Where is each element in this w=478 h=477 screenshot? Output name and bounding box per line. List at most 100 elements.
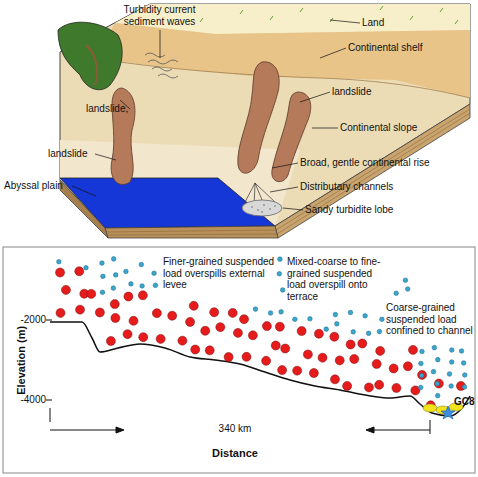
- axis-ticks: [46, 320, 52, 400]
- sediment-particle: [392, 383, 401, 392]
- sediment-particle: [380, 317, 385, 322]
- sediment-particle: [418, 370, 427, 379]
- leader-line: [330, 20, 360, 23]
- leader-line: [312, 128, 338, 129]
- sediment-particle: [449, 384, 454, 389]
- sediment-particle: [431, 369, 436, 374]
- sand-grain: [263, 204, 265, 206]
- sediment-particle: [281, 344, 290, 353]
- sediment-particle: [253, 307, 258, 312]
- sediment-particle: [389, 364, 398, 373]
- sediment-particle: [377, 329, 382, 334]
- sediment-particle: [403, 278, 408, 283]
- sand-grain: [251, 206, 253, 208]
- sediment-particle: [129, 282, 134, 287]
- landslide-scar: [85, 45, 97, 85]
- feature-label: Sandy turbidite lobe: [305, 204, 445, 216]
- block-top-surface: [60, 4, 470, 228]
- sediment-particle: [216, 323, 225, 332]
- sediment-particle: [324, 327, 329, 332]
- leader-line: [283, 208, 303, 210]
- sediment-particle: [87, 289, 96, 298]
- sediment-particle: [351, 330, 356, 335]
- coarse-grain: [423, 404, 437, 412]
- profile-layer: [50, 322, 470, 416]
- sediment-particle: [129, 316, 138, 325]
- block-front-face: [105, 226, 278, 238]
- feature-label: landslide: [48, 148, 108, 160]
- sediment-particle: [123, 330, 132, 339]
- continental-shelf-area: [95, 23, 470, 98]
- sediment-particle: [111, 313, 120, 322]
- continental-rise-area: [60, 140, 300, 228]
- land-vegetation: [200, 6, 458, 24]
- sediment-particle: [153, 283, 158, 288]
- veg-mark: [240, 10, 243, 14]
- lobe-sand: [251, 204, 276, 213]
- sediment-particle: [330, 332, 339, 341]
- sediment-particle: [394, 291, 399, 296]
- veg-mark: [410, 16, 413, 20]
- feature-label: landslide,: [86, 103, 146, 115]
- axis-tick: [46, 320, 52, 321]
- sediment-particle: [372, 359, 381, 368]
- sediment-particle: [271, 341, 280, 350]
- sediment-particle: [106, 337, 115, 346]
- sediment-particle: [156, 334, 165, 343]
- sediment-particle: [100, 261, 105, 266]
- site-label: GC8: [454, 396, 478, 408]
- wave-mark: [148, 60, 178, 64]
- sediment-particle: [449, 348, 454, 353]
- distance-scale: [50, 408, 430, 434]
- sediment-particle: [449, 360, 454, 365]
- scale-arrow: [372, 430, 430, 431]
- sediment-particle: [57, 259, 62, 264]
- sediment-particle: [403, 362, 412, 371]
- sediment-particle: [419, 373, 424, 378]
- shelf-break: [95, 58, 470, 98]
- wave-mark: [158, 74, 178, 78]
- feature-label: Abyssal plain: [4, 180, 84, 192]
- leader-line: [300, 92, 330, 102]
- sediment-waves: [145, 53, 178, 78]
- sediment-particle: [343, 381, 352, 390]
- axis-title: Elevation (m): [15, 305, 28, 415]
- sediment-particle: [348, 310, 353, 315]
- sediment-particle: [224, 353, 233, 362]
- axis-title: Distance: [190, 447, 280, 460]
- panel-frame: [3, 247, 475, 473]
- leader-line: [72, 186, 96, 196]
- core-site-star: [441, 406, 455, 419]
- sediment-particle: [278, 366, 287, 375]
- sediment-particle: [376, 346, 385, 355]
- sediment-particle: [110, 300, 119, 309]
- sediment-particle: [268, 311, 273, 316]
- sediment-particle: [168, 311, 177, 320]
- axis-tick: [46, 400, 52, 401]
- sediment-particle: [335, 356, 344, 365]
- veg-mark: [455, 20, 458, 24]
- sediment-particle: [308, 317, 313, 322]
- sediment-particle: [335, 322, 340, 327]
- sediment-particle: [189, 301, 198, 310]
- veg-mark: [300, 8, 303, 12]
- sediment-particle: [364, 383, 373, 392]
- feature-label: Continental shelf: [348, 42, 458, 54]
- wave-mark: [152, 67, 172, 71]
- sediment-particle: [100, 290, 105, 295]
- sediment-particle: [262, 356, 271, 365]
- sediment-particle: [111, 286, 116, 291]
- sediment-particle: [111, 257, 116, 262]
- sediment-particle: [420, 349, 425, 354]
- sediment-particle: [434, 379, 443, 388]
- arrow-head: [366, 427, 374, 433]
- sediment-particle: [101, 274, 106, 279]
- sediment-particle: [228, 308, 237, 317]
- landslide-body: [272, 92, 311, 182]
- axis-value: -4000: [14, 394, 46, 406]
- sediment-particle: [462, 385, 467, 390]
- veg-mark: [270, 16, 273, 20]
- feature-label: landslide: [332, 86, 392, 98]
- sediment-particle: [178, 336, 187, 345]
